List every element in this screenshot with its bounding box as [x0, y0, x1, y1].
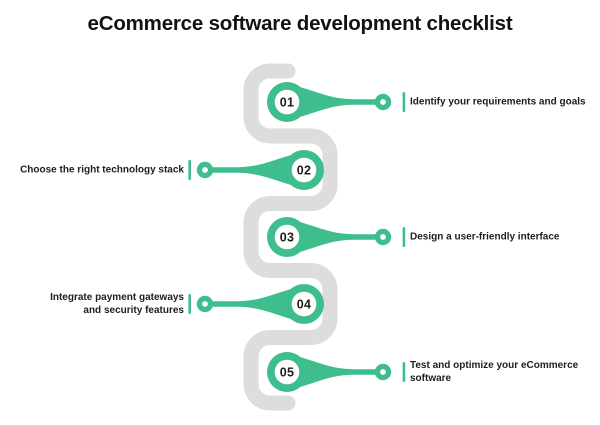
- step-4-number: 04: [297, 298, 312, 312]
- step-2-label: Choose the right technology stack: [20, 164, 184, 176]
- step-5-connector: [295, 355, 383, 389]
- step-5-dot-hole: [380, 369, 386, 375]
- step-1-number: 01: [280, 96, 295, 110]
- step-4-dot-hole: [202, 301, 208, 307]
- step-2-connector: [205, 153, 296, 187]
- step-1-circle-inner: [274, 89, 300, 115]
- step-3-number: 03: [280, 231, 295, 245]
- step-4-connector: [205, 287, 296, 321]
- step-2-label-tick: [188, 160, 191, 180]
- step-4-label: Integrate payment gateways and security …: [50, 292, 184, 316]
- step-4-circle-inner: [291, 291, 317, 317]
- step-3-circle-inner: [274, 224, 300, 250]
- step-1-dot-hole: [380, 99, 386, 105]
- step-5-circle-inner: [274, 359, 300, 385]
- step-5-label: Test and optimize your eCommerce softwar…: [410, 360, 579, 384]
- step-2-marker: 02: [188, 150, 324, 190]
- step-3-marker: 03: [267, 217, 406, 257]
- step-4-marker: 04: [188, 284, 324, 324]
- step-2-circle-inner: [291, 157, 317, 183]
- step-1-marker: 01: [267, 82, 406, 122]
- step-3-label: Design a user-friendly interface: [410, 231, 560, 243]
- step-3-connector: [295, 220, 383, 254]
- step-2-number: 02: [297, 164, 312, 178]
- step-4-label-tick: [188, 294, 191, 314]
- step-5-number: 05: [280, 366, 295, 380]
- step-1-label: Identify your requirements and goals: [410, 96, 586, 108]
- step-3-dot-hole: [380, 234, 386, 240]
- step-1-label-tick: [402, 92, 406, 112]
- serpentine-track: [243, 63, 338, 411]
- step-3-label-tick: [402, 227, 406, 247]
- step-2-dot-hole: [202, 167, 208, 173]
- step-5-marker: 05: [267, 352, 406, 392]
- step-5-label-tick: [402, 362, 406, 382]
- step-1-connector: [295, 85, 383, 119]
- infographic-title: eCommerce software development checklist: [87, 12, 513, 35]
